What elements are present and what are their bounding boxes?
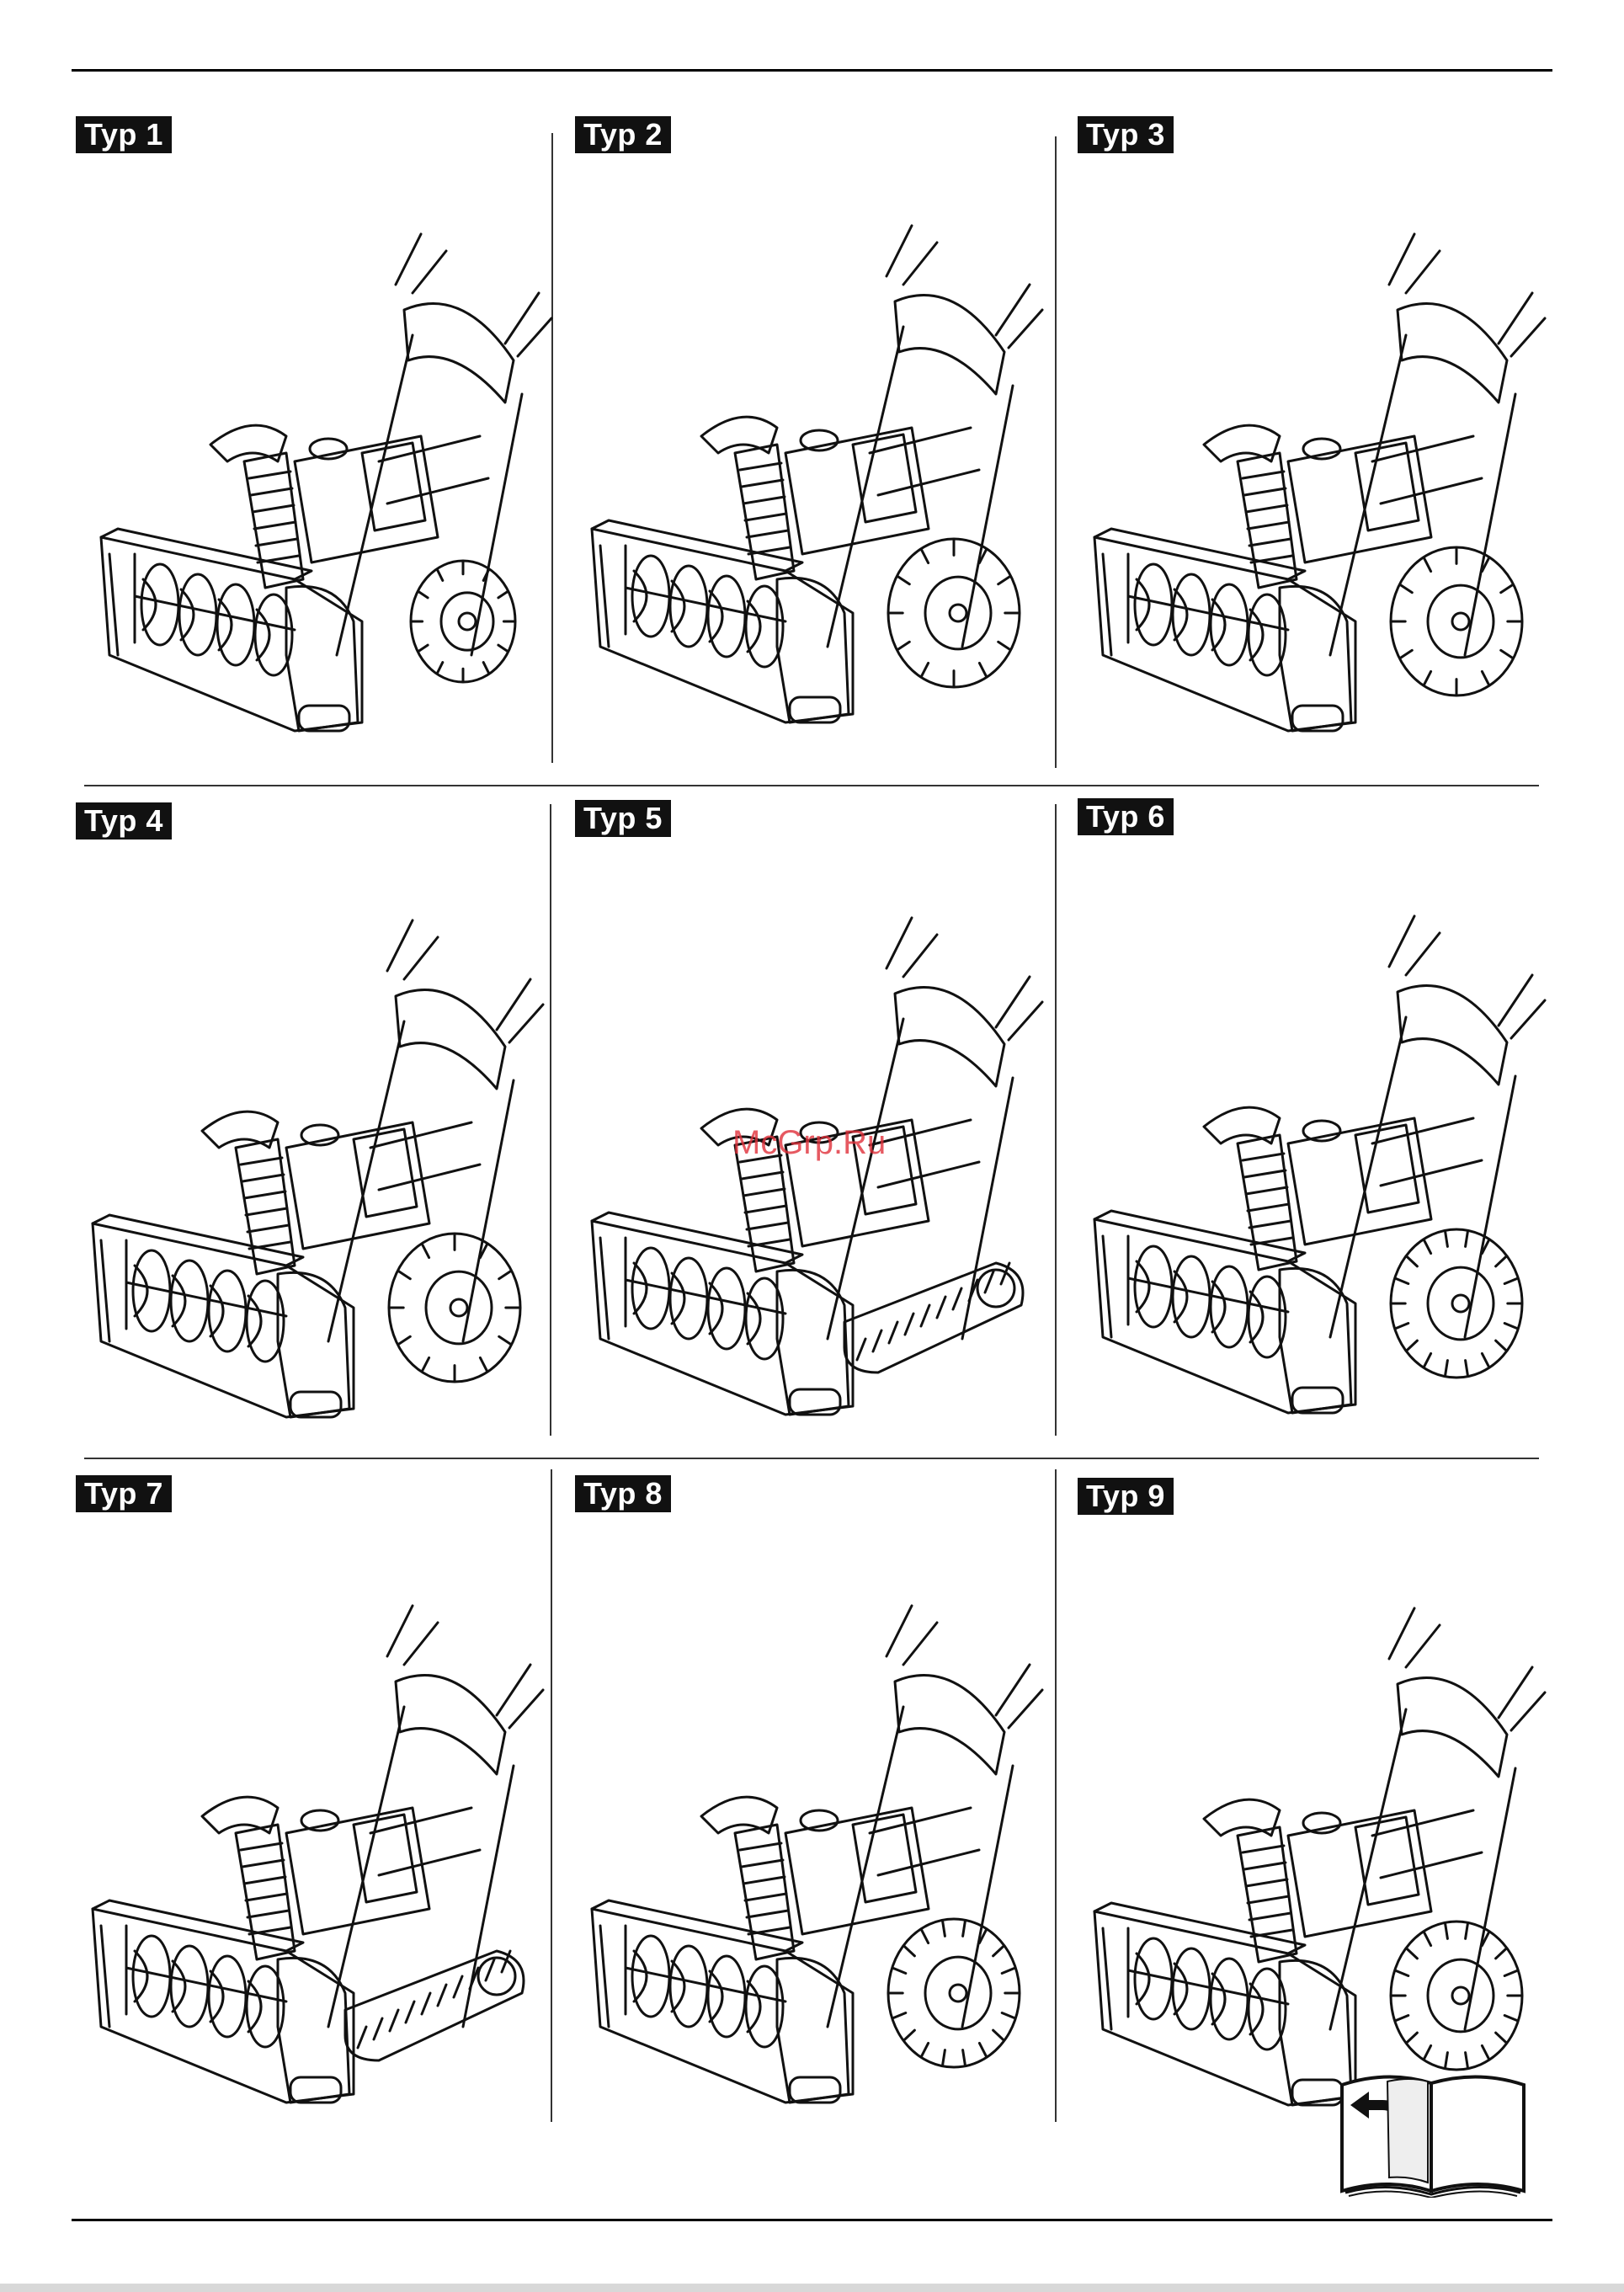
figure-typ-9: Typ 9 xyxy=(1078,1478,1549,2135)
figure-label: Typ 5 xyxy=(575,800,671,837)
snow-thrower-drawing xyxy=(84,184,556,756)
figure-label: Typ 2 xyxy=(575,116,671,153)
snow-thrower-drawing xyxy=(76,870,547,1442)
figure-typ-5: Typ 5 xyxy=(575,800,1046,1440)
snow-thrower-drawing xyxy=(575,167,1046,756)
watermark-text: McGrp.Ru xyxy=(732,1124,886,1162)
col-divider-r2-b xyxy=(1055,804,1057,1436)
figure-label: Typ 7 xyxy=(76,1475,172,1512)
footer-bar xyxy=(0,2284,1624,2292)
figure-label: Typ 9 xyxy=(1078,1478,1174,1515)
figure-typ-7: Typ 7 xyxy=(76,1475,547,2132)
figure-label: Typ 4 xyxy=(76,802,172,840)
snow-thrower-drawing xyxy=(575,1551,1046,2132)
figure-typ-6: Typ 6 xyxy=(1078,798,1549,1438)
figure-typ-8: Typ 8 xyxy=(575,1475,1046,2132)
snow-thrower-drawing xyxy=(1078,1554,1549,2135)
col-divider-r3-a xyxy=(551,1469,552,2122)
col-divider-r2-a xyxy=(550,804,551,1436)
col-divider-r1-b xyxy=(1055,136,1057,768)
figure-typ-2: Typ 2 xyxy=(575,116,1046,756)
snow-thrower-drawing xyxy=(1078,866,1549,1438)
row-divider-1 xyxy=(84,785,1539,786)
open-book-arrow-icon xyxy=(1337,2065,1529,2198)
snow-thrower-drawing xyxy=(1078,184,1549,756)
figure-label: Typ 8 xyxy=(575,1475,671,1512)
bottom-rule xyxy=(72,2219,1552,2221)
figure-typ-3: Typ 3 xyxy=(1078,116,1549,756)
row-divider-2 xyxy=(84,1458,1539,1459)
top-rule xyxy=(72,69,1552,72)
figure-typ-4: Typ 4 xyxy=(76,802,547,1442)
figure-label: Typ 1 xyxy=(76,116,172,153)
figure-typ-1: Typ 1 xyxy=(76,116,547,756)
figure-label: Typ 6 xyxy=(1078,798,1174,835)
figure-label: Typ 3 xyxy=(1078,116,1174,153)
col-divider-r3-b xyxy=(1055,1469,1057,2122)
snow-thrower-drawing xyxy=(76,1551,547,2132)
